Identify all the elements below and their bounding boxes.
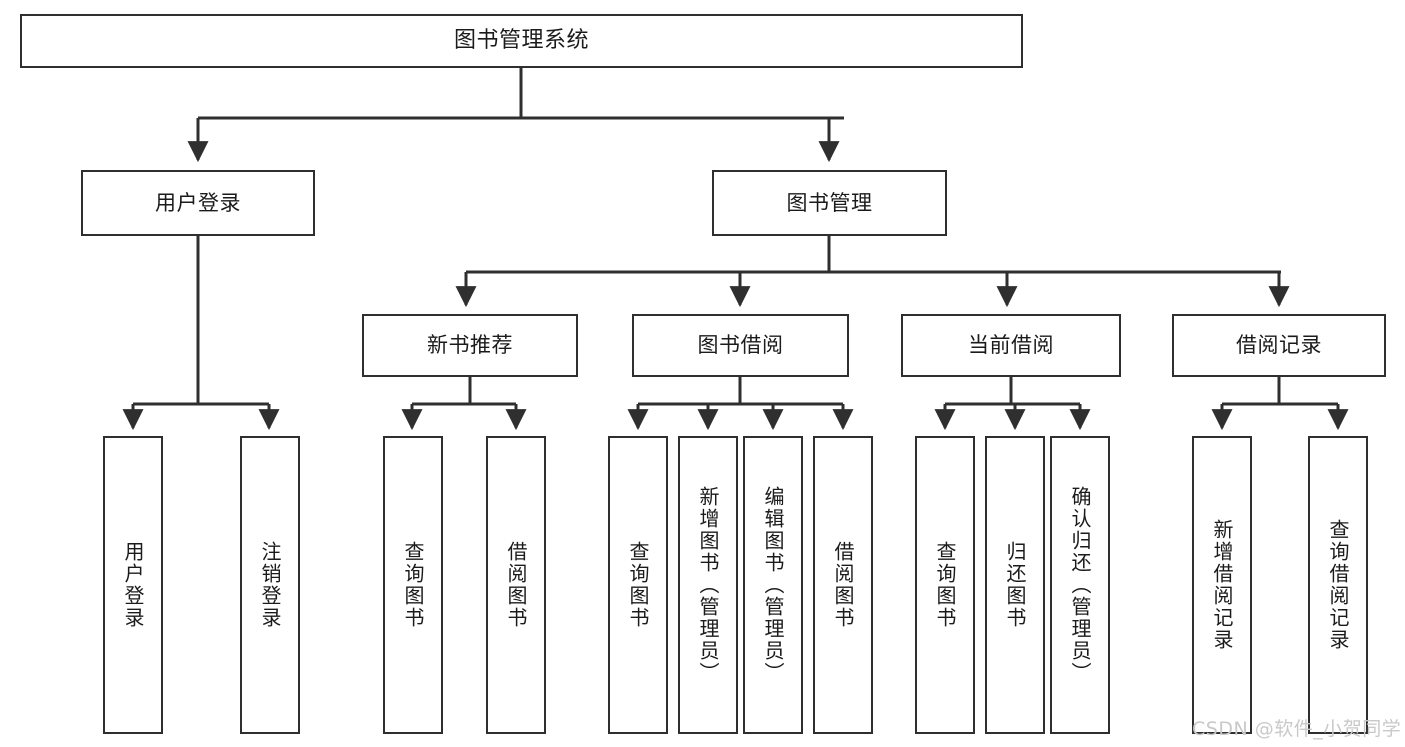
- node-label: 查询图书: [626, 541, 650, 629]
- node-label: 借阅图书: [504, 541, 528, 629]
- node-label: 查询图书: [401, 541, 425, 629]
- node-label: 当前借阅: [968, 333, 1054, 358]
- node-label: 新书推荐: [427, 333, 513, 358]
- node-leaf-return-book[interactable]: 归还图书: [985, 436, 1045, 734]
- node-label: 用户登录: [155, 190, 241, 215]
- node-leaf-user-login[interactable]: 用户登录: [103, 436, 163, 734]
- node-leaf-edit-book-admin[interactable]: 编辑图书（管理员）: [743, 436, 803, 734]
- node-leaf-add-borrow-record[interactable]: 新增借阅记录: [1192, 436, 1252, 734]
- node-label: 用户登录: [121, 541, 145, 629]
- node-leaf-query-book-new[interactable]: 查询图书: [383, 436, 443, 734]
- node-label: 新增图书（管理员）: [696, 486, 720, 684]
- node-leaf-logout[interactable]: 注销登录: [240, 436, 300, 734]
- node-leaf-borrow-book[interactable]: 借阅图书: [813, 436, 873, 734]
- node-label: 查询图书: [933, 541, 957, 629]
- node-leaf-confirm-return-admin[interactable]: 确认归还（管理员）: [1050, 436, 1110, 734]
- node-leaf-query-book-current[interactable]: 查询图书: [915, 436, 975, 734]
- node-label: 借阅图书: [831, 541, 855, 629]
- node-leaf-borrow-book-new[interactable]: 借阅图书: [486, 436, 546, 734]
- node-leaf-query-book-borrow[interactable]: 查询图书: [608, 436, 668, 734]
- node-leaf-add-book-admin[interactable]: 新增图书（管理员）: [678, 436, 738, 734]
- node-user-login[interactable]: 用户登录: [81, 170, 315, 236]
- node-label: 确认归还（管理员）: [1068, 486, 1092, 684]
- node-borrow-record[interactable]: 借阅记录: [1172, 314, 1386, 377]
- node-label: 图书借阅: [697, 333, 784, 358]
- node-book-management[interactable]: 图书管理: [712, 170, 947, 236]
- node-label: 编辑图书（管理员）: [761, 486, 785, 684]
- node-leaf-query-borrow-record[interactable]: 查询借阅记录: [1308, 436, 1368, 734]
- node-current-borrow[interactable]: 当前借阅: [901, 314, 1121, 377]
- node-new-book-recommend[interactable]: 新书推荐: [362, 314, 578, 377]
- node-label: 新增借阅记录: [1210, 519, 1234, 651]
- node-label: 注销登录: [258, 541, 282, 629]
- node-root-book-management-system[interactable]: 图书管理系统: [20, 14, 1023, 68]
- node-label: 借阅记录: [1236, 333, 1322, 358]
- node-label: 图书管理系统: [453, 28, 589, 54]
- node-book-borrow[interactable]: 图书借阅: [632, 314, 849, 377]
- node-label: 查询借阅记录: [1326, 519, 1350, 651]
- node-label: 归还图书: [1003, 541, 1027, 629]
- node-label: 图书管理: [786, 190, 873, 215]
